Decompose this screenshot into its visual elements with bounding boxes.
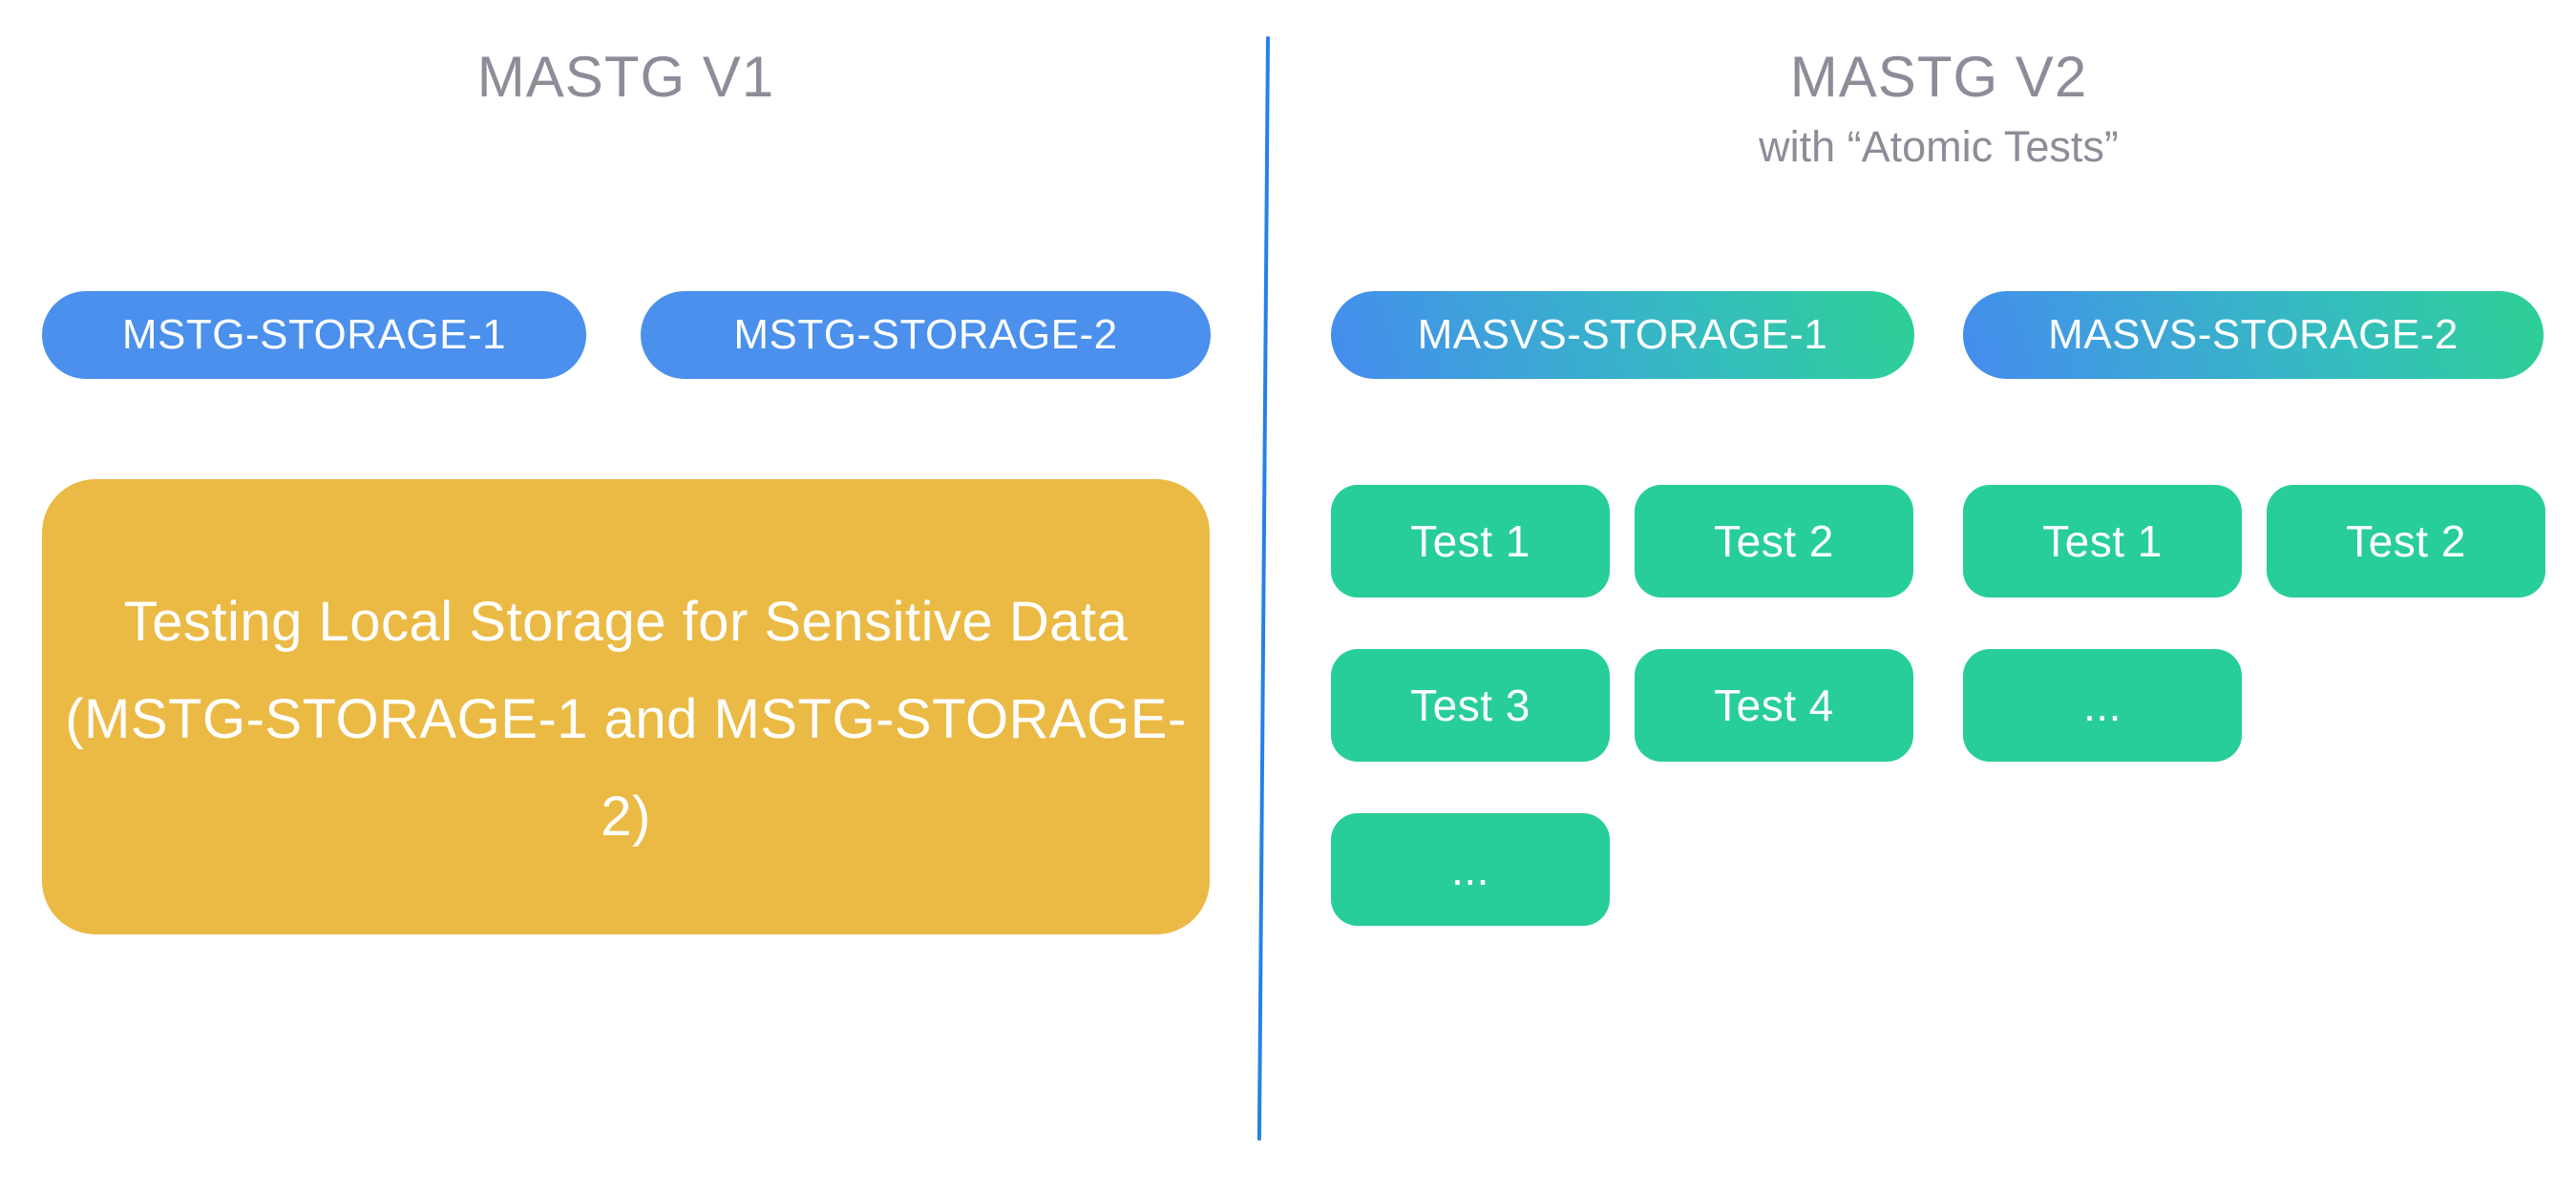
- pill-label: MASVS-STORAGE-1: [1417, 311, 1828, 358]
- left-panel-header: MASTG V1: [42, 42, 1210, 113]
- ellipsis-test-box: ...: [1963, 649, 2242, 762]
- atomic-test-box: Test 1: [1963, 485, 2242, 598]
- panel-divider-line: [1256, 35, 1270, 1141]
- left-panel-title: MASTG V1: [476, 45, 775, 109]
- right-panel-title: MASTG V2: [1789, 45, 2088, 109]
- combined-test-card: Testing Local Storage for Sensitive Data…: [42, 479, 1210, 934]
- masvs-storage-1-pill: MASVS-STORAGE-1: [1331, 291, 1914, 379]
- combined-test-card-line-1: Testing Local Storage for Sensitive Data: [123, 590, 1129, 653]
- pill-label: MASVS-STORAGE-2: [2048, 311, 2459, 358]
- masvs-storage-1-test-grid: Test 1 Test 2 Test 3 Test 4 ...: [1331, 485, 1913, 926]
- atomic-test-box: Test 2: [2267, 485, 2545, 598]
- atomic-test-box: Test 1: [1331, 485, 1610, 598]
- mstg-storage-1-pill: MSTG-STORAGE-1: [42, 291, 586, 379]
- masvs-storage-2-test-grid: Test 1 Test 2 ...: [1963, 485, 2545, 762]
- combined-test-card-line-2: (MSTG-STORAGE-1 and MSTG-STORAGE-2): [65, 687, 1187, 848]
- ellipsis-test-box: ...: [1331, 813, 1610, 926]
- pill-label: MSTG-STORAGE-1: [121, 311, 507, 358]
- mstg-storage-2-pill: MSTG-STORAGE-2: [641, 291, 1211, 379]
- atomic-test-box: Test 4: [1635, 649, 1913, 762]
- right-panel-subtitle: with “Atomic Tests”: [1759, 122, 2119, 171]
- pill-label: MSTG-STORAGE-2: [733, 311, 1118, 358]
- masvs-storage-2-pill: MASVS-STORAGE-2: [1963, 291, 2544, 379]
- atomic-test-box: Test 2: [1635, 485, 1913, 598]
- right-panel-header: MASTG V2 with “Atomic Tests”: [1301, 42, 2576, 174]
- atomic-test-box: Test 3: [1331, 649, 1610, 762]
